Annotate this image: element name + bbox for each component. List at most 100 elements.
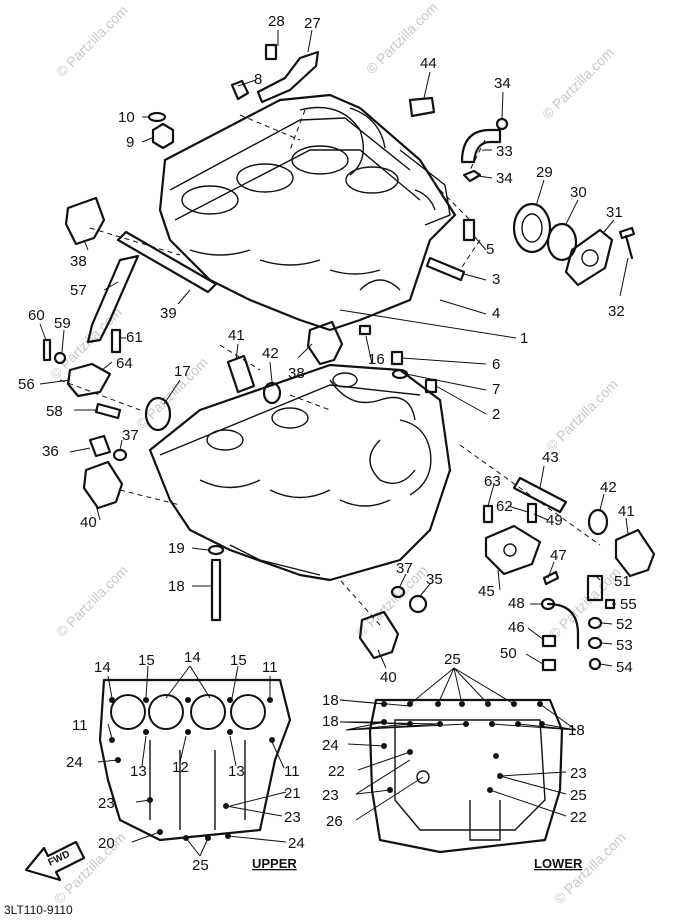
callout-40: 40 — [380, 669, 397, 686]
callout-17: 17 — [174, 363, 191, 380]
washer-10 — [147, 111, 167, 123]
callout-7: 7 — [492, 381, 500, 398]
bolt-3 — [425, 256, 466, 282]
plug-35 — [408, 594, 428, 614]
plug-40-left — [82, 460, 124, 510]
bolt-18 — [210, 558, 222, 622]
callout-33: 33 — [496, 143, 513, 160]
gear-29 — [512, 202, 552, 254]
callout-11: 11 — [262, 659, 278, 676]
callout-23: 23 — [284, 809, 301, 826]
block-45 — [484, 524, 542, 576]
callout-12: 12 — [172, 759, 189, 776]
fwd-arrow-icon: FWD — [24, 840, 86, 882]
lower-crankcase — [148, 363, 452, 582]
callout-41: 41 — [618, 503, 635, 520]
callout-24: 24 — [288, 835, 305, 852]
callout-18: 18 — [568, 722, 585, 739]
bolt-60 — [42, 338, 52, 362]
callout-42: 42 — [262, 345, 279, 362]
plug-40-lower — [358, 610, 400, 660]
pin-47 — [542, 570, 560, 586]
clamp-34-lower — [462, 169, 482, 183]
callout-22: 22 — [328, 763, 345, 780]
callout-47: 47 — [550, 547, 567, 564]
callout-29: 29 — [536, 164, 553, 181]
oring-52 — [587, 616, 603, 630]
diagram-code: 3LT110-9110 — [4, 903, 73, 917]
cover-31 — [564, 228, 614, 287]
nut-59 — [53, 351, 67, 365]
watermark-lower-mid: © Partzilla.com — [353, 562, 431, 640]
callout-40: 40 — [80, 514, 97, 531]
callout-60: 60 — [28, 307, 45, 324]
callout-21: 21 — [284, 785, 301, 802]
callout-numbers: 28 27 44 34 8 10 9 33 34 29 30 31 38 5 3… — [18, 13, 637, 874]
callout-53: 53 — [616, 637, 633, 654]
callout-3: 3 — [492, 271, 500, 288]
callout-23: 23 — [322, 787, 339, 804]
bolt-62 — [526, 502, 538, 524]
callout-37: 37 — [396, 560, 413, 577]
fitting-50-b — [541, 658, 557, 672]
callout-23: 23 — [98, 795, 115, 812]
callout-28: 28 — [268, 13, 285, 30]
callout-23: 23 — [570, 765, 587, 782]
callout-27: 27 — [304, 15, 321, 32]
plug-38-top — [64, 196, 106, 246]
screw-32 — [618, 226, 636, 260]
callout-34: 34 — [494, 75, 511, 92]
rod-58 — [94, 402, 122, 420]
callout-25: 25 — [444, 651, 461, 668]
callout-26: 26 — [326, 813, 343, 830]
callout-18: 18 — [322, 713, 339, 730]
bracket-44 — [408, 96, 436, 118]
plug-38-mid — [306, 320, 344, 366]
callout-39: 39 — [160, 305, 177, 322]
seal-41-upper — [226, 354, 256, 394]
upper-crankcase — [158, 93, 457, 332]
callout-44: 44 — [420, 55, 437, 72]
screw-55 — [604, 598, 616, 610]
pin-43 — [512, 476, 568, 514]
pipe-46 — [546, 602, 580, 650]
collar-9 — [151, 122, 175, 150]
callout-58: 58 — [46, 403, 63, 420]
bracket-56 — [66, 362, 112, 398]
callout-11: 11 — [284, 763, 300, 780]
upper-gasket-diagram — [98, 678, 292, 842]
washer-19 — [207, 544, 225, 556]
callout-22: 22 — [570, 809, 587, 826]
leader-lines — [39, 29, 629, 857]
oring-53 — [587, 636, 603, 650]
fitting-6 — [390, 350, 404, 366]
callout-36: 36 — [42, 443, 59, 460]
watermark-lower-right: © Partzilla.com — [543, 376, 621, 454]
callout-41: 41 — [228, 327, 245, 344]
callout-46: 46 — [508, 619, 525, 636]
callout-57: 57 — [70, 282, 87, 299]
shaft-39 — [116, 230, 218, 294]
callout-2: 2 — [492, 406, 500, 423]
callout-35: 35 — [426, 571, 443, 588]
callout-25: 25 — [570, 787, 587, 804]
callout-45: 45 — [478, 583, 495, 600]
oring-30 — [546, 222, 578, 262]
callout-24: 24 — [66, 754, 83, 771]
callout-10: 10 — [118, 109, 135, 126]
callout-6: 6 — [492, 356, 500, 373]
callout-63: 63 — [484, 473, 501, 490]
arm-57 — [86, 254, 140, 344]
seal-41-right — [614, 528, 656, 578]
fitting-2 — [424, 378, 438, 394]
callout-52: 52 — [616, 616, 633, 633]
oring-37-lower — [390, 585, 406, 599]
dowel-16 — [358, 324, 372, 336]
callout-32: 32 — [608, 303, 625, 320]
hose-33 — [460, 128, 502, 164]
callout-50: 50 — [500, 645, 517, 662]
callout-43: 43 — [542, 449, 559, 466]
callout-20: 20 — [98, 835, 115, 852]
upper-label: UPPER — [252, 856, 297, 871]
callout-56: 56 — [18, 376, 35, 393]
